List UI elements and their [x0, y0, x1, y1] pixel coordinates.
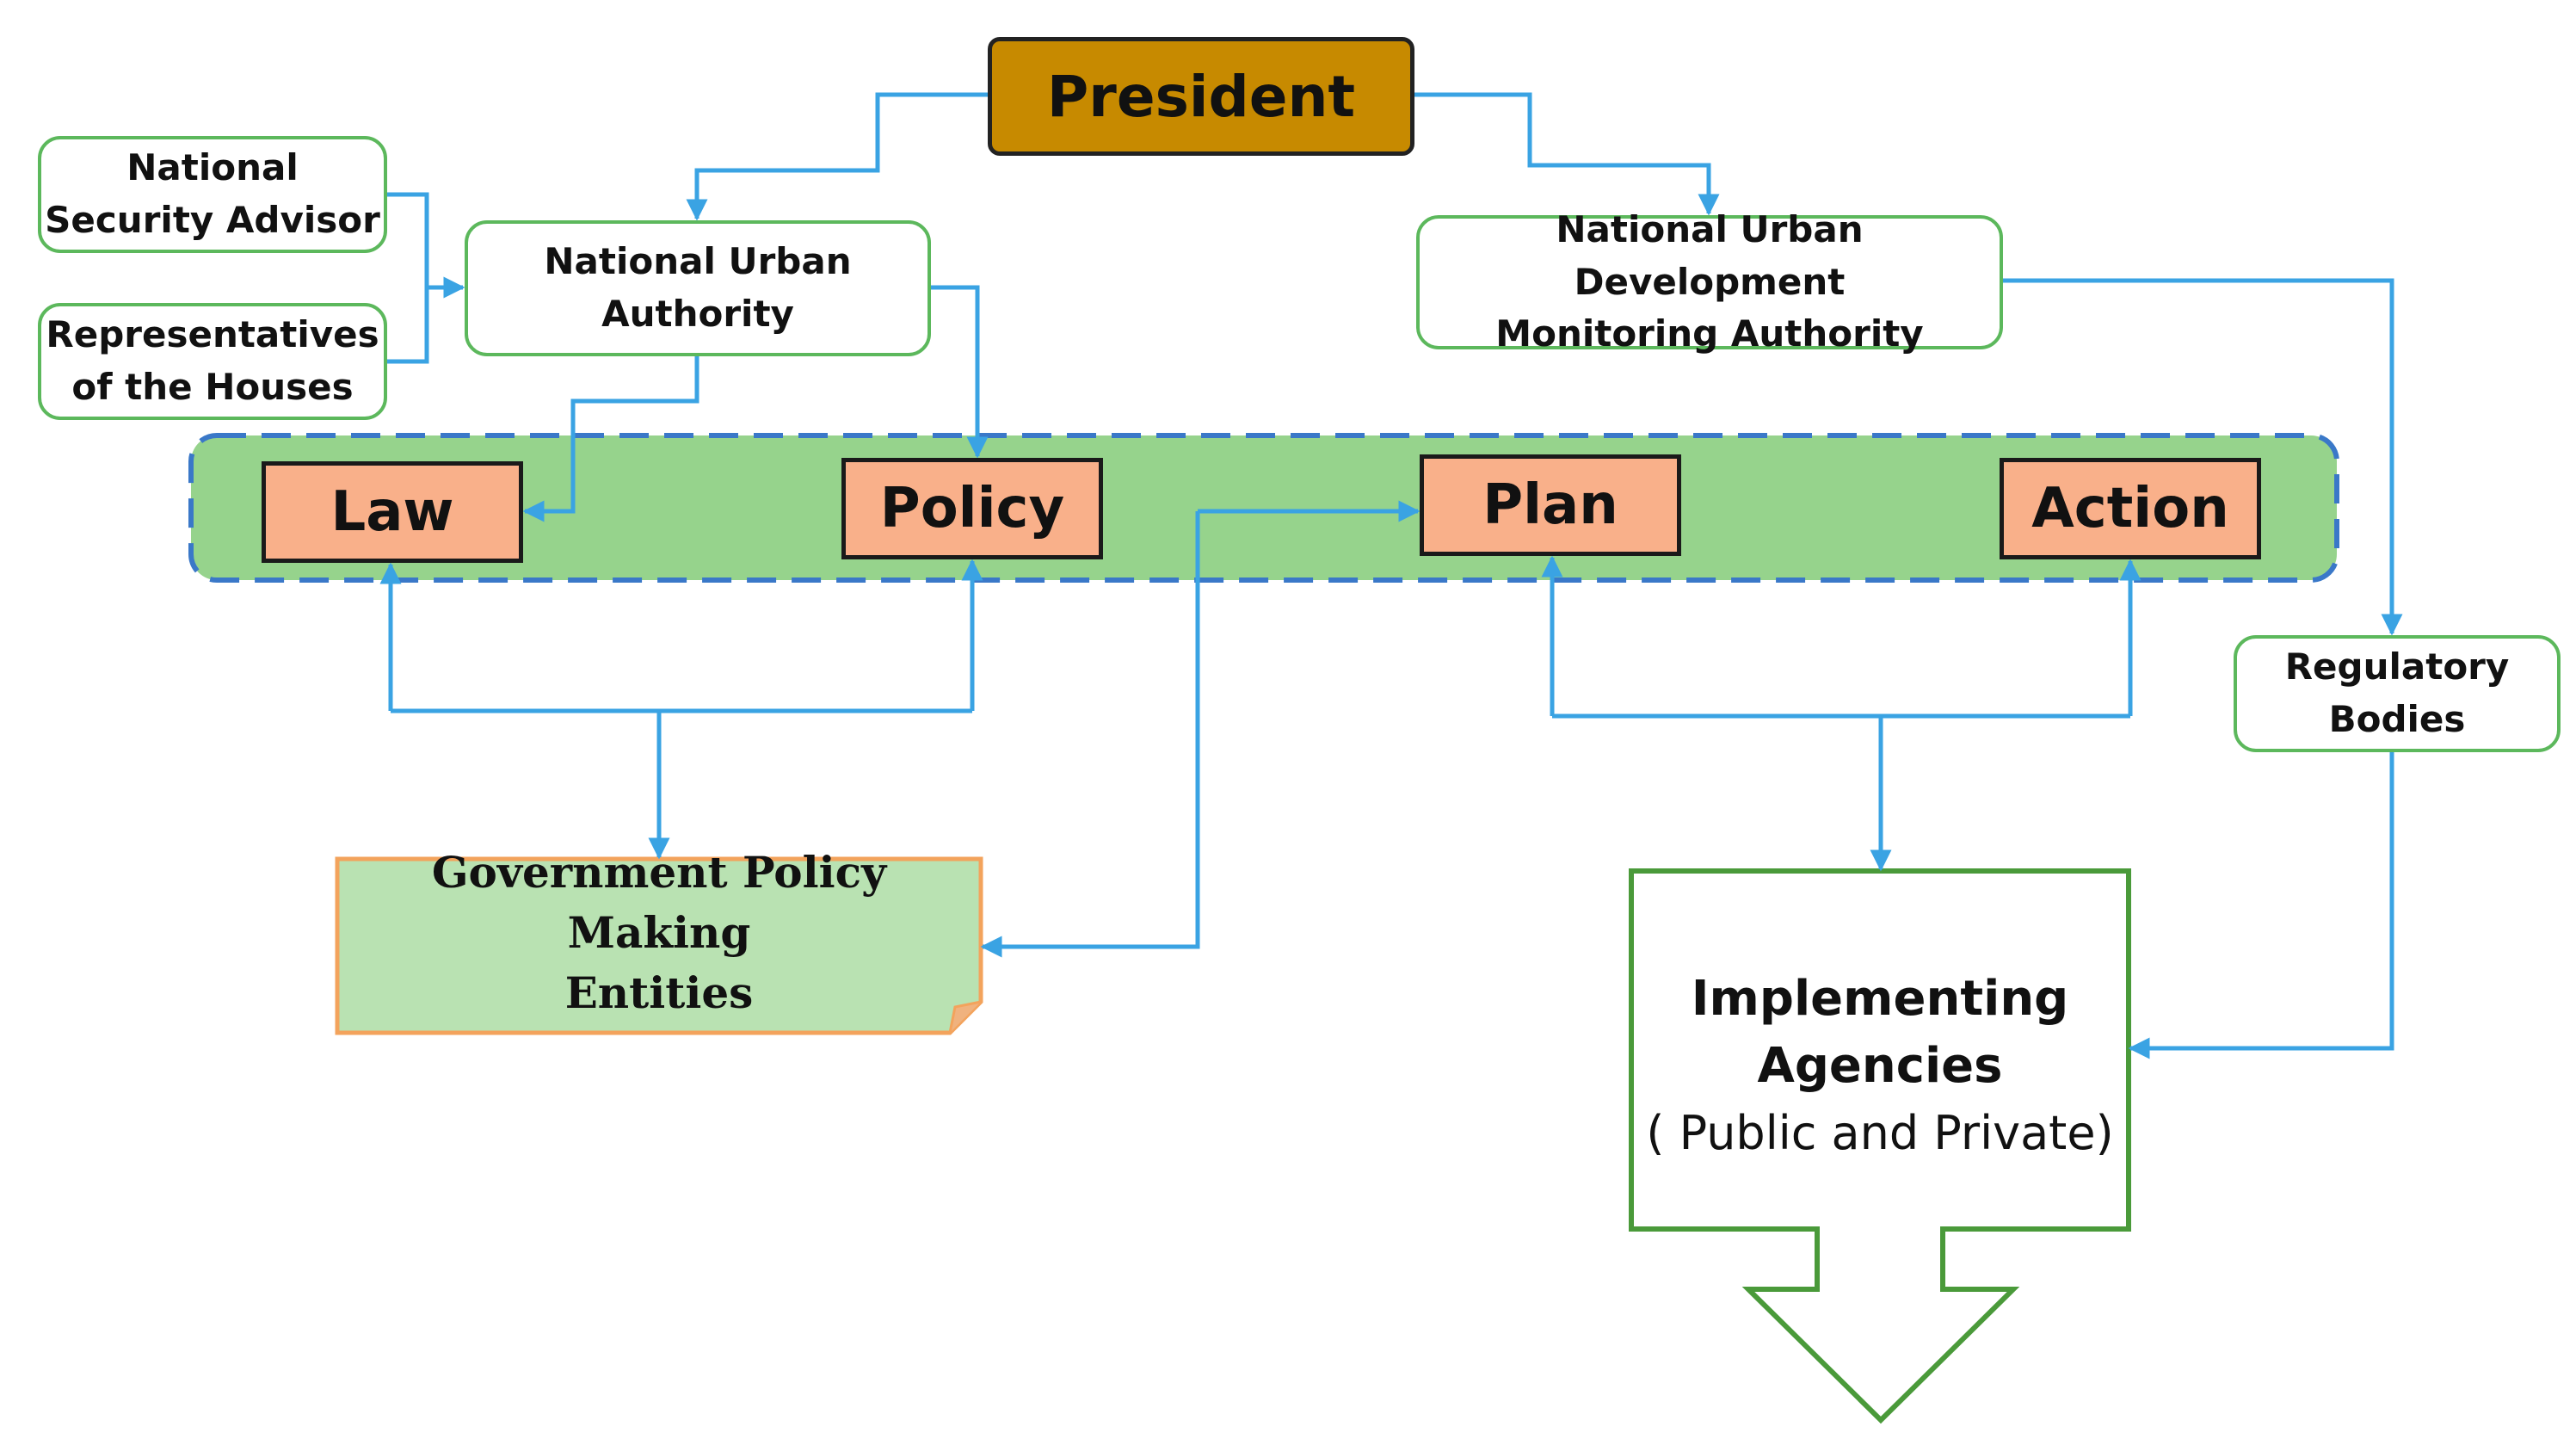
government-line2: Entities	[564, 967, 754, 1018]
representatives-line1: Representatives	[46, 313, 379, 356]
nua-line2: Authority	[601, 293, 794, 335]
government-line1: Government Policy Making	[431, 847, 887, 958]
national-security-advisor-box: National Security Advisor	[38, 136, 387, 253]
nsa-line2: Security Advisor	[45, 199, 380, 241]
connector-nua-to-policy	[931, 285, 989, 459]
stage-law-label: Law	[330, 480, 454, 544]
stage-policy-box: Policy	[841, 458, 1103, 559]
representatives-box: Representatives of the Houses	[38, 303, 387, 420]
stage-policy-label: Policy	[879, 477, 1065, 540]
note-fold	[948, 1000, 982, 1034]
monitoring-authority-box: National Urban Development Monitoring Au…	[1416, 208, 2003, 355]
stage-plan-box: Plan	[1420, 454, 1681, 556]
connector-representatives	[387, 287, 429, 364]
nudma-line2: Monitoring Authority	[1495, 312, 1924, 355]
connector-nudma-to-regulatory	[2003, 278, 2403, 636]
implementing-line3: ( Public and Private)	[1646, 1105, 2114, 1160]
nua-line1: National Urban	[544, 240, 852, 283]
nsa-line1: National	[126, 146, 299, 189]
connector-government-plan	[980, 511, 1200, 958]
regulatory-bodies-box: Regulatory Bodies	[2234, 635, 2561, 752]
connector-regulatory-to-implementing	[2128, 752, 2394, 1059]
connector-nua-to-law	[522, 356, 699, 522]
president-box: President	[988, 37, 1414, 156]
stage-plan-label: Plan	[1482, 473, 1618, 537]
implementing-agencies-shape	[1629, 868, 2131, 1424]
stage-action-box: Action	[2000, 458, 2261, 559]
implementing-line2: Agencies	[1757, 1038, 2003, 1095]
government-entities-text: Government Policy Making Entities	[337, 847, 981, 1033]
president-label: President	[1046, 63, 1356, 130]
stage-law-box: Law	[262, 461, 523, 563]
representatives-line2: of the Houses	[71, 366, 354, 408]
regulatory-line1: Regulatory	[2284, 645, 2510, 689]
connector-president-to-nua	[686, 92, 988, 221]
process-band	[188, 433, 2339, 583]
nudma-line1: National Urban Development	[1556, 207, 1864, 303]
implementing-line1: Implementing	[1691, 970, 2069, 1027]
national-urban-authority-box: National Urban Authority	[465, 220, 931, 356]
connector-president-to-nudma	[1414, 92, 1720, 216]
implementing-agencies-text: Implementing Agencies ( Public and Priva…	[1631, 936, 2129, 1195]
regulatory-line2: Bodies	[2328, 698, 2466, 740]
stage-action-label: Action	[2031, 477, 2229, 540]
connector-nsa	[387, 192, 429, 287]
